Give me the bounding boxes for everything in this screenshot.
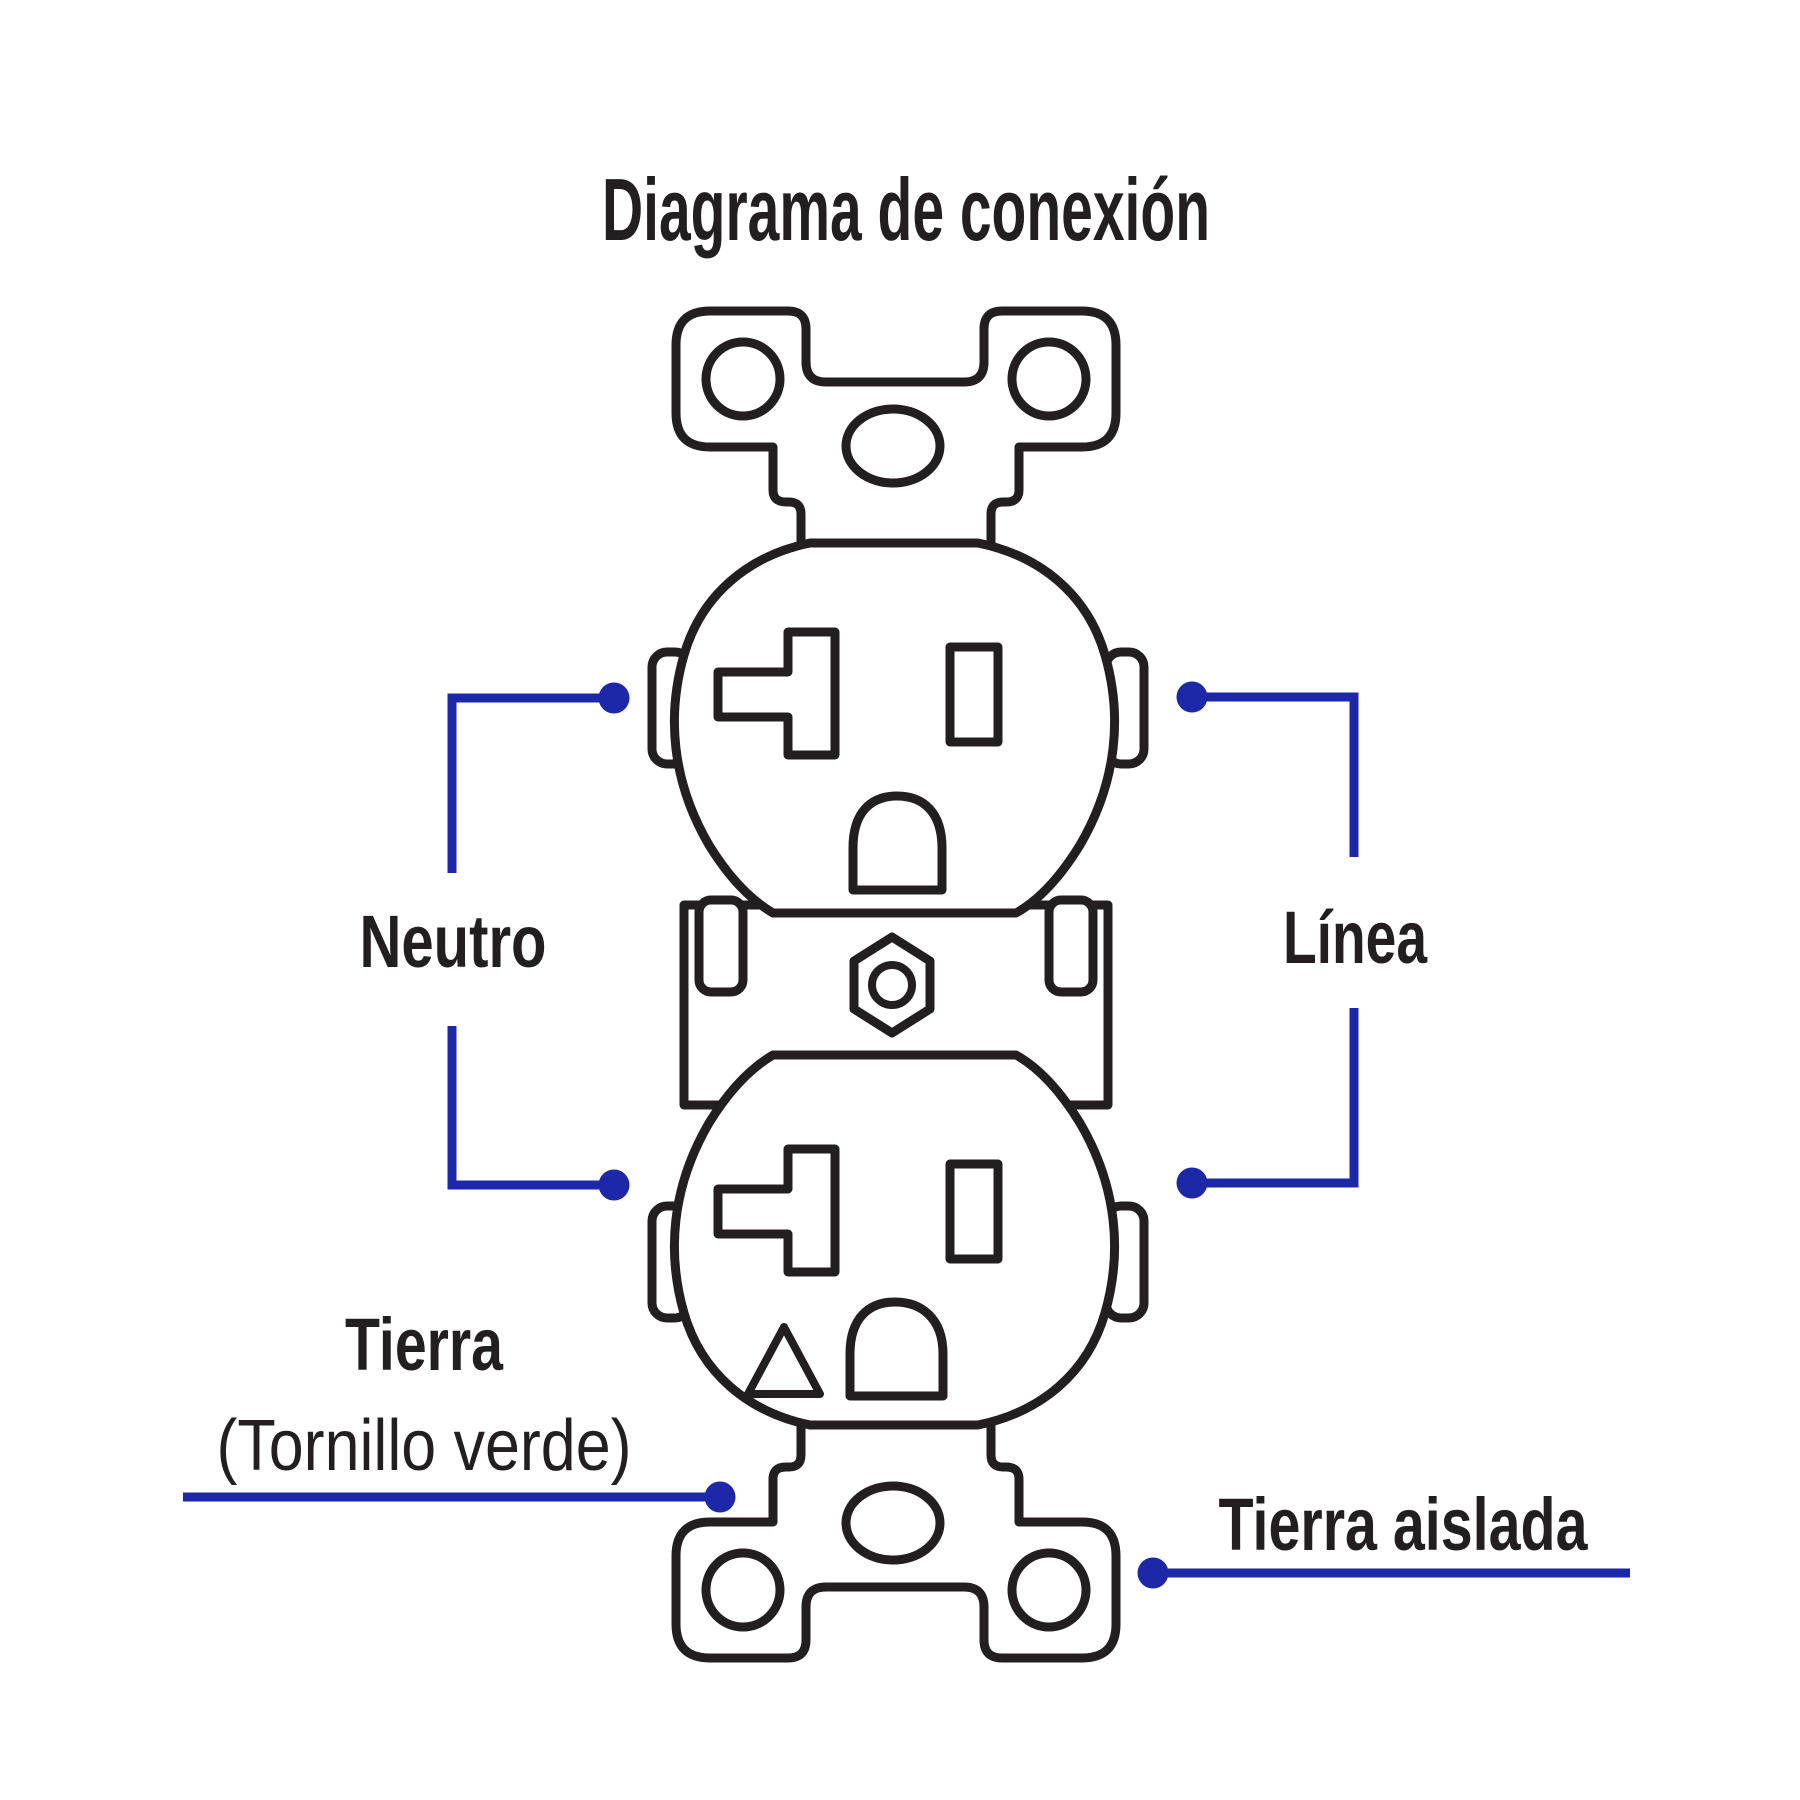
top-strap-oval-hole	[841, 404, 945, 488]
leader-lines	[183, 692, 1630, 1578]
lower-ground-hole	[845, 1297, 948, 1401]
neutral-label: Neutro	[360, 900, 547, 983]
lower-line-slot	[945, 1159, 1003, 1264]
top-mounting-strap	[671, 306, 1121, 577]
neutral-leader-line	[447, 693, 614, 1190]
bottom-mounting-strap	[671, 1392, 1121, 1663]
diagram-labels: Diagrama de conexión Neutro Línea Tierra…	[217, 160, 1589, 1566]
ground-label: Tierra	[345, 1303, 504, 1386]
neutral-top-dot	[598, 682, 630, 714]
center-hex-nut-hole	[868, 961, 916, 1009]
page-title: Diagrama de conexión	[602, 160, 1210, 259]
upper-receptacle-face	[669, 538, 1120, 918]
isolated-ground-triangle-icon	[744, 1323, 824, 1398]
top-strap-right-screw-hole	[1007, 337, 1091, 421]
leader-dots	[598, 681, 1208, 1589]
left-terminal-plate	[694, 895, 748, 997]
bottom-strap-left-screw-hole	[701, 1548, 785, 1632]
lower-neutral-t-slot	[713, 1144, 840, 1277]
duplex-receptacle-drawing	[647, 306, 1149, 1663]
lower-receptacle-face	[669, 1050, 1120, 1430]
line-bottom-dot	[1176, 1167, 1208, 1199]
line-label: Línea	[1283, 896, 1428, 979]
line-leader-line	[1192, 692, 1359, 1188]
ground-note-label: (Tornillo verde)	[217, 1406, 632, 1486]
center-hex-nut	[849, 932, 935, 1038]
upper-ground-hole	[848, 791, 947, 895]
isolated-ground-label: Tierra aislada	[1219, 1483, 1589, 1566]
line-top-dot	[1176, 681, 1208, 713]
isolated-ground-dot	[1137, 1557, 1169, 1589]
upper-line-slot	[945, 642, 1003, 747]
neutral-bottom-dot	[598, 1169, 630, 1201]
ground-dot	[704, 1481, 736, 1513]
top-strap-left-screw-hole	[701, 337, 785, 421]
bottom-strap-oval-hole	[841, 1481, 945, 1565]
bottom-strap-right-screw-hole	[1007, 1548, 1091, 1632]
right-terminal-plate	[1044, 895, 1098, 997]
upper-neutral-t-slot	[713, 627, 840, 760]
